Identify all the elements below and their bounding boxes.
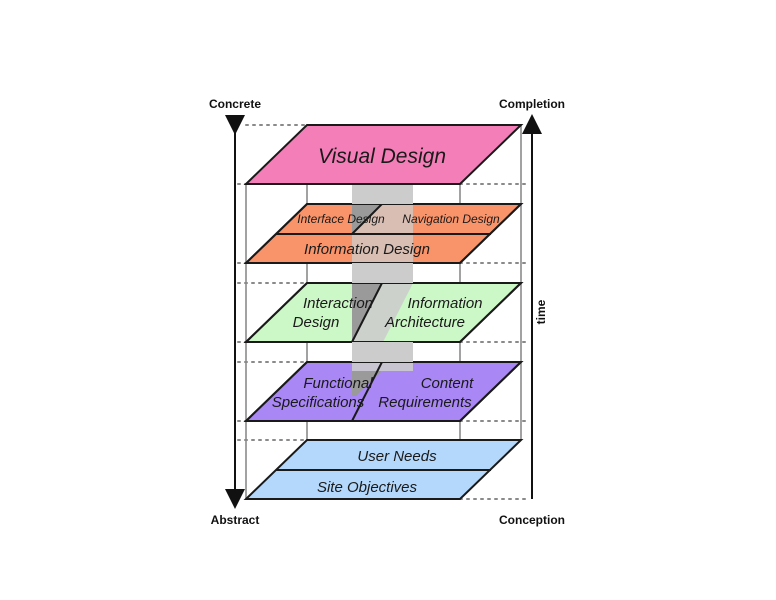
- time-axis: Completion Conception time: [499, 97, 565, 527]
- content-requirements-label-2: Requirements: [378, 394, 472, 411]
- user-needs-label: User Needs: [357, 448, 437, 465]
- completion-label: Completion: [499, 97, 565, 111]
- visual-design-label: Visual Design: [318, 145, 446, 168]
- time-label: time: [534, 299, 548, 324]
- plane-structure: Interaction Design Information Architect…: [243, 282, 524, 343]
- navigation-design-label: Navigation Design: [402, 212, 500, 226]
- plane-surface-fill: [243, 124, 524, 185]
- plane-scope: Functional Specifications Content Requir…: [243, 361, 524, 422]
- abstract-concrete-axis: Concrete Abstract: [209, 97, 261, 527]
- plane-skeleton: Interface Design Navigation Design Infor…: [243, 203, 524, 264]
- conception-label: Conception: [499, 513, 565, 527]
- plane-surface: Visual Design: [243, 124, 524, 185]
- functional-specifications-label-2: Specifications: [272, 394, 365, 411]
- interface-design-label: Interface Design: [297, 212, 385, 226]
- information-design-label: Information Design: [304, 241, 430, 258]
- information-architecture-label-1: Information: [407, 295, 482, 312]
- abstract-label: Abstract: [211, 513, 260, 527]
- plane-strategy: User Needs Site Objectives: [243, 439, 524, 500]
- concrete-label: Concrete: [209, 97, 261, 111]
- interaction-design-label-1: Interaction: [303, 295, 373, 312]
- site-objectives-label: Site Objectives: [317, 479, 418, 496]
- content-requirements-label-1: Content: [421, 375, 474, 392]
- highlight-column: [352, 184, 413, 362]
- functional-specifications-label-1: Functional: [303, 375, 373, 392]
- interaction-design-label-2: Design: [293, 314, 340, 331]
- information-architecture-label-2: Architecture: [384, 314, 465, 331]
